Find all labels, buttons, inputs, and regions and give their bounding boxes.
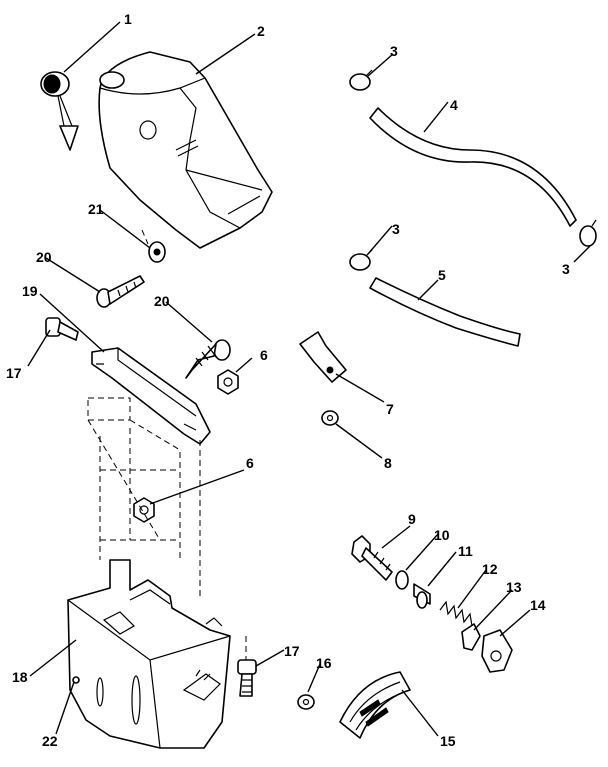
callout-3-middle: 3 (392, 221, 400, 237)
callout-16: 16 (316, 655, 332, 671)
part-6-nut-lower (133, 497, 155, 523)
part-1-fuel-cap (40, 71, 79, 151)
part-10-washer (395, 570, 409, 590)
leader-lines (27, 21, 591, 737)
callout-6-lower: 6 (246, 455, 254, 471)
part-6-nut-upper (217, 369, 239, 395)
part-8-washer (321, 410, 339, 426)
callout-14: 14 (530, 597, 546, 613)
callout-11: 11 (458, 543, 473, 559)
part-2-fuel-tank (98, 51, 273, 249)
part-15-sector-plate (339, 671, 411, 739)
part-3-clamp-top (349, 69, 373, 91)
callout-7: 7 (386, 401, 394, 417)
callout-1: 1 (124, 11, 132, 27)
callout-3-right: 3 (562, 261, 570, 277)
part-17-bolt-upper (45, 317, 79, 341)
callout-8: 8 (384, 455, 392, 471)
part-16-nut (297, 694, 315, 710)
callout-15: 15 (440, 733, 456, 749)
part-18-shroud (67, 559, 231, 749)
callout-12: 12 (482, 561, 498, 577)
callout-19: 19 (22, 283, 38, 299)
part-5-hose-lower (369, 277, 521, 347)
callout-18: 18 (12, 669, 28, 685)
part-7-clip (299, 331, 347, 383)
part-11-spacer (413, 583, 431, 609)
callout-3-top: 3 (390, 43, 398, 59)
callout-17-lower: 17 (284, 643, 300, 659)
callout-6-upper: 6 (260, 347, 268, 363)
callout-2: 2 (257, 23, 265, 39)
part-20-screw-lower (185, 339, 231, 379)
callout-21: 21 (88, 201, 104, 217)
callout-numbers: 1 2 3 4 3 3 5 6 7 8 6 9 10 11 12 13 14 1… (6, 11, 570, 749)
part-12-spring (439, 600, 473, 627)
part-22-fastener (72, 676, 80, 684)
callout-13: 13 (506, 579, 522, 595)
part-9-bolt (351, 535, 393, 581)
callout-10: 10 (434, 527, 450, 543)
part-17-bolt-lower (237, 636, 257, 697)
callout-22: 22 (42, 733, 58, 749)
callout-5: 5 (438, 267, 446, 283)
callout-20-lower: 20 (154, 293, 170, 309)
assembly-guide-lines (87, 229, 201, 600)
part-4-hose-upper (369, 107, 577, 227)
part-14-bushing (481, 629, 513, 673)
part-21-washer (148, 241, 166, 263)
callout-9: 9 (408, 511, 416, 527)
part-13-retainer (461, 623, 481, 651)
part-19-bracket (91, 347, 211, 445)
callout-4: 4 (450, 97, 458, 113)
callout-20-upper: 20 (36, 249, 52, 265)
part-20-screw-upper (96, 275, 145, 308)
callout-17-upper: 17 (6, 365, 22, 381)
part-3-clamp-right (579, 219, 597, 247)
